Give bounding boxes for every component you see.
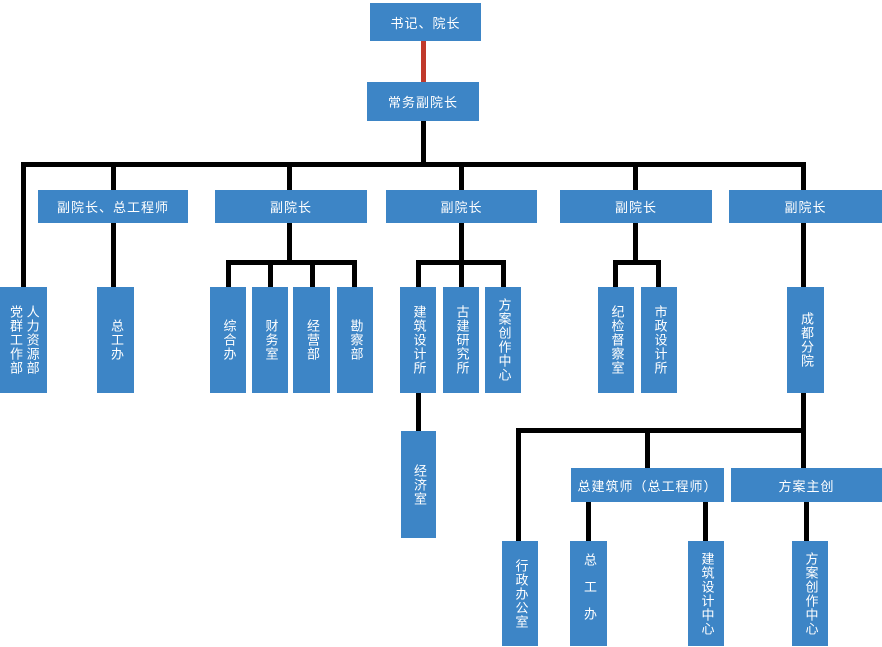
node-chief-engineer-office-chengdu: 总工办 <box>570 541 607 646</box>
edge-trunk-party-hr <box>21 162 26 287</box>
edge-chief-engineer-office-chengdu <box>586 502 591 541</box>
edge-operations-dept <box>310 260 315 287</box>
edge-architectural-design-center <box>703 502 708 541</box>
node-executive-vp: 常务副院长 <box>367 82 479 121</box>
edge-admin-office <box>516 428 521 541</box>
node-economics-office: 经济室 <box>401 431 436 538</box>
node-scheme-creation-center-chengdu: 方案创作中心 <box>792 541 828 646</box>
node-chief-architect: 总建筑师（总工程师） <box>571 468 724 502</box>
chengdu-children-horizontal <box>516 428 806 433</box>
node-admin-office: 行政办公室 <box>502 541 538 646</box>
edge-chief-architect <box>645 428 650 468</box>
vp2-children-horizontal <box>226 260 357 265</box>
edge-architectural-design-institute <box>416 260 421 287</box>
edge-municipal-design-institute <box>656 260 661 287</box>
node-municipal-design-institute: 市政设计所 <box>641 287 677 393</box>
node-chief-engineer-office: 总工办 <box>97 287 134 393</box>
edge-trunk-vp5 <box>801 162 806 190</box>
node-general-office: 综合办 <box>210 287 246 393</box>
node-scheme-lead: 方案主创 <box>731 468 882 502</box>
edge-vp2-elbow <box>287 223 292 265</box>
node-vp-3: 副院长 <box>386 190 537 223</box>
node-party-mass-and-hr-dept: 党群工作部 人力资源部 <box>0 287 47 393</box>
node-chengdu-branch: 成都分院 <box>787 287 824 393</box>
edge-general-office <box>226 260 231 287</box>
node-vp-5: 副院长 <box>729 190 882 223</box>
node-finance-office: 财务室 <box>252 287 288 393</box>
node-hr-dept: 人力资源部 <box>24 305 40 375</box>
edge-ancient-architecture-institute <box>459 260 464 287</box>
edge-trunk-vp3 <box>459 162 464 190</box>
edge-trunk-vp2 <box>287 162 292 190</box>
node-vp-4: 副院长 <box>560 190 712 223</box>
edge-finance-office <box>268 260 273 287</box>
edge-vp5-chengdu-branch <box>801 223 806 287</box>
node-party-mass-dept: 党群工作部 <box>8 305 23 375</box>
edge-vp3-elbow <box>459 223 464 265</box>
node-architectural-design-center: 建筑设计中心 <box>688 541 724 646</box>
edge-vp1-chief-engineer-office <box>111 223 116 287</box>
node-operations-dept: 经营部 <box>293 287 330 393</box>
edge-trunk-vp1 <box>111 162 116 190</box>
edge-scheme-creation-center-chengdu <box>804 502 809 541</box>
edge-design-institute-economics-office <box>416 393 421 431</box>
vp4-children-horizontal <box>613 260 661 265</box>
node-discipline-inspection-office: 纪检督察室 <box>598 287 634 393</box>
edge-trunk-vp4 <box>633 162 638 190</box>
node-vp-2: 副院长 <box>215 190 367 223</box>
node-survey-dept: 勘察部 <box>337 287 373 393</box>
edge-evp-trunk <box>421 121 426 167</box>
edge-scheme-creation-center <box>501 260 506 287</box>
node-ancient-architecture-institute: 古建研究所 <box>443 287 479 393</box>
trunk-horizontal <box>21 162 806 167</box>
edge-vp4-elbow <box>633 223 638 265</box>
edge-discipline-inspection-office <box>613 260 618 287</box>
edge-survey-dept <box>352 260 357 287</box>
node-vp-chief-engineer: 副院长、总工程师 <box>38 190 188 223</box>
node-chairman: 书记、院长 <box>370 3 481 41</box>
edge-chairman-evp-red <box>421 41 426 82</box>
node-scheme-creation-center: 方案创作中心 <box>485 287 521 393</box>
node-architectural-design-institute: 建筑设计所 <box>400 287 436 393</box>
